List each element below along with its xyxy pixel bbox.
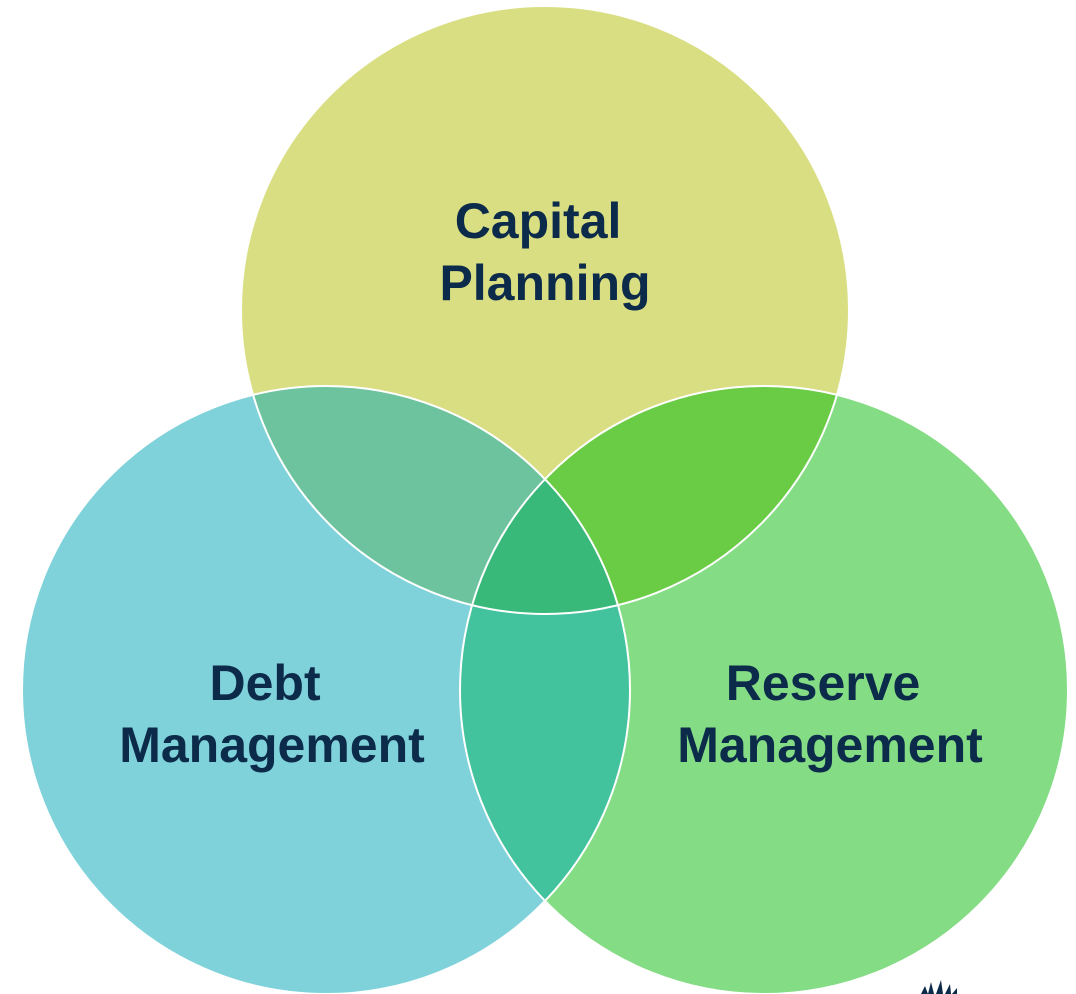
reserve-management-label-line-1: Reserve — [726, 655, 921, 711]
capital-debt-overlap — [241, 386, 630, 614]
reserve-management-label: Reserve Management — [677, 655, 983, 773]
capital-planning-label-line-1: Capital — [455, 193, 622, 249]
debt-management-outline — [21, 385, 631, 994]
reserve-management-outline — [459, 385, 1069, 994]
capital-planning-label: Capital Planning — [439, 193, 650, 311]
capital-reserve-overlap — [460, 386, 849, 614]
debt-management-label-line-2: Management — [119, 717, 425, 773]
debt-management-label-line-1: Debt — [209, 655, 320, 711]
capital-planning-label-line-2: Planning — [439, 255, 650, 311]
capital-planning-outline — [240, 5, 850, 615]
reserve-management-label-line-2: Management — [677, 717, 983, 773]
debt-management-label: Debt Management — [119, 655, 425, 773]
logo-fragment-icon — [921, 980, 957, 994]
